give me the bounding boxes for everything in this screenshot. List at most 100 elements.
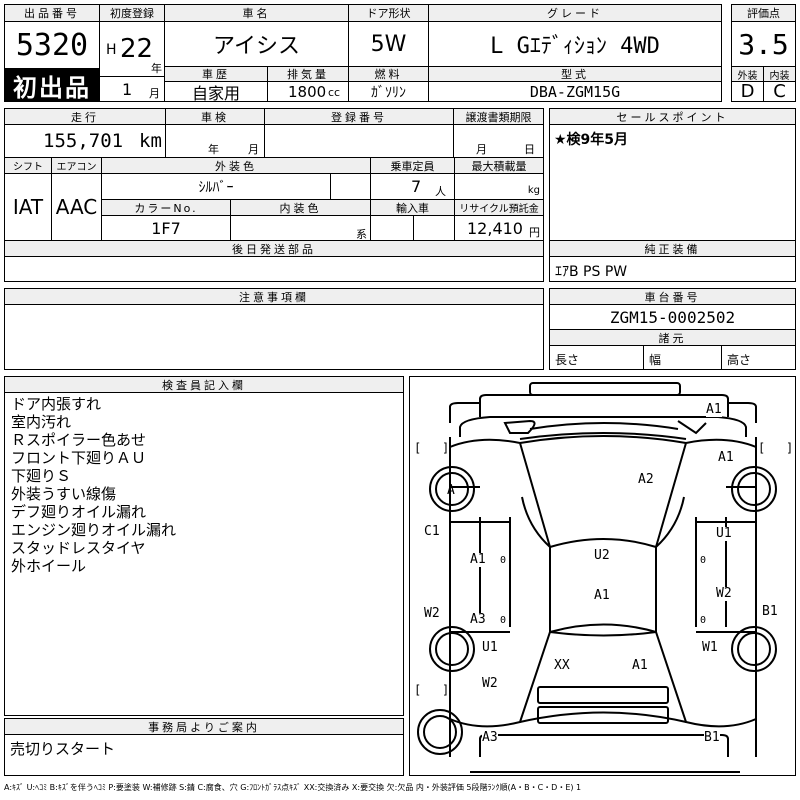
- first-reg-month: 1: [122, 80, 133, 99]
- capacity-cell: 7 人: [370, 173, 455, 200]
- office-cell: 売切りスタート: [4, 734, 404, 776]
- first-reg-year-unit: 年: [151, 62, 162, 75]
- dmg-right-door-r: W2: [716, 586, 732, 601]
- model-label: 型式: [428, 66, 722, 82]
- car-name: アイシス: [164, 21, 349, 67]
- score: 3.5: [731, 21, 796, 67]
- color-no-label: カラーNo.: [101, 199, 231, 216]
- inspector-line: フロント下廻りＡＵ: [11, 449, 147, 467]
- sales-points-label: セールスポイント: [549, 108, 796, 125]
- aircon: AAC: [51, 173, 102, 241]
- first-reg-month-cell: 1 月: [99, 76, 165, 102]
- bracket-mark: ]: [442, 683, 450, 697]
- dmg-left-quarter: W2: [424, 606, 440, 621]
- spec-length-label: 長さ: [555, 353, 580, 367]
- dmg-fl-wheel: A: [447, 483, 455, 498]
- recycle-cell: 12,410 円: [454, 215, 544, 241]
- max-load-label: 最大積載量: [454, 157, 544, 174]
- first-listing-badge: 初出品: [4, 68, 100, 102]
- header-block: 出品番号 5320 初出品 初度登録 H 22 年 1 月 車名 アイシス ドア…: [4, 4, 796, 102]
- exterior-grade: D: [731, 81, 764, 102]
- genuine-equipment-cell: ｴｱB PS PW: [549, 256, 796, 282]
- spec-height-cell: 高さ: [721, 345, 796, 370]
- legend: A:ｷｽﾞ U:ﾍｺﾐ B:ｷｽﾞを伴うﾍｺﾐ P:要塗装 W:補修跡 S:錆 …: [4, 783, 582, 792]
- capacity-label: 乗車定員: [370, 157, 455, 174]
- exterior-grade-label: 外装: [731, 66, 764, 82]
- dmg-left-rear: W2: [482, 676, 498, 691]
- inspection-month-unit: 月: [248, 143, 259, 156]
- dmg-roof: U2: [594, 548, 610, 563]
- sales-points-text: ★検9年5月: [554, 132, 629, 148]
- bracket-mark: ]: [442, 441, 450, 455]
- max-load-cell: kg: [454, 173, 544, 200]
- zero-mark: 0: [500, 555, 507, 566]
- inspector-line: 室内汚れ: [11, 413, 72, 431]
- history: 自家用: [164, 81, 268, 102]
- car-outline-svg: [417, 382, 777, 773]
- import-cell-a: [370, 215, 414, 241]
- door-label: ドア形状: [348, 4, 429, 22]
- transfer-deadline-label: 譲渡書類期限: [453, 108, 544, 125]
- fuel-label: 燃料: [348, 66, 429, 82]
- door-type: 5W: [348, 21, 429, 67]
- recycle-label: リサイクル預託金: [454, 199, 544, 216]
- car-diagram: A1 A1 A2 A C1 A1 U2 U1 A3 A1 W2 W2 B1 U1…: [409, 376, 796, 776]
- model: DBA-ZGM15G: [428, 81, 722, 102]
- specs-label: 諸元: [549, 329, 796, 346]
- mileage-label: 走行: [4, 108, 166, 125]
- transfer-deadline-cell: 月 日: [453, 124, 544, 158]
- shift-label: シフト: [4, 157, 52, 174]
- import-cell-b: [413, 215, 455, 241]
- ext-color-extra: [330, 173, 371, 200]
- dmg-left-front: C1: [424, 524, 440, 539]
- grade: L Gｴﾃﾞｨｼｮﾝ 4WD: [428, 21, 722, 67]
- spec-width-cell: 幅: [643, 345, 722, 370]
- inspector-line: 下廻りＳ: [11, 467, 72, 485]
- max-load-unit: kg: [527, 185, 540, 196]
- mileage: 155,701: [43, 130, 124, 152]
- capacity: 7: [411, 177, 422, 196]
- transfer-month-unit: 月: [476, 143, 487, 156]
- dmg-right-rear: W1: [702, 640, 718, 655]
- lot-number: 5320: [4, 21, 100, 69]
- int-color-cell: 系: [230, 215, 371, 241]
- aircon-label: エアコン: [51, 157, 102, 174]
- dmg-front-top: A1: [706, 402, 722, 417]
- first-reg-era: H: [106, 42, 117, 58]
- dmg-hood: A2: [638, 472, 654, 487]
- color-no: 1F7: [101, 215, 231, 241]
- notes-cell: [4, 304, 544, 370]
- ext-color-label: 外装色: [101, 157, 371, 174]
- chassis-label: 車台番号: [549, 288, 796, 305]
- grade-label: グレード: [428, 4, 722, 22]
- inspection-year-unit: 年: [208, 143, 219, 156]
- capacity-unit: 人: [435, 185, 446, 198]
- inspector-line: エンジン廻りオイル漏れ: [11, 521, 177, 539]
- score-label: 評価点: [731, 4, 796, 22]
- recycle: 12,410: [467, 219, 523, 238]
- first-reg-year-cell: H 22 年: [99, 21, 165, 77]
- zero-mark: 0: [700, 615, 707, 626]
- dmg-right-door-f: U1: [716, 526, 732, 541]
- displacement-unit: cc: [328, 86, 341, 99]
- fuel: ｶﾞｿﾘﾝ: [348, 81, 429, 102]
- recycle-unit: 円: [529, 226, 540, 239]
- bracket-mark: [: [414, 683, 422, 697]
- genuine-equipment: ｴｱB PS PW: [555, 264, 628, 280]
- bracket-mark: ]: [786, 441, 794, 455]
- import-label: 輸入車: [370, 199, 455, 216]
- sales-points-cell: ★検9年5月: [549, 124, 796, 241]
- reg-number-label: 登録番号: [264, 108, 454, 125]
- inspector-label: 検査員記入欄: [4, 376, 404, 393]
- inspector-line: スタッドレスタイヤ: [11, 539, 146, 557]
- spec-length-cell: 長さ: [549, 345, 644, 370]
- car-name-label: 車名: [164, 4, 349, 22]
- displacement: 1800: [288, 83, 327, 101]
- genuine-equipment-label: 純正装備: [549, 240, 796, 257]
- later-parts-cell: [4, 256, 544, 282]
- inspector-line: ドア内張すれ: [11, 395, 102, 413]
- first-reg-month-unit: 月: [149, 87, 160, 100]
- int-color-unit: 系: [356, 228, 367, 241]
- transfer-day-unit: 日: [524, 143, 535, 156]
